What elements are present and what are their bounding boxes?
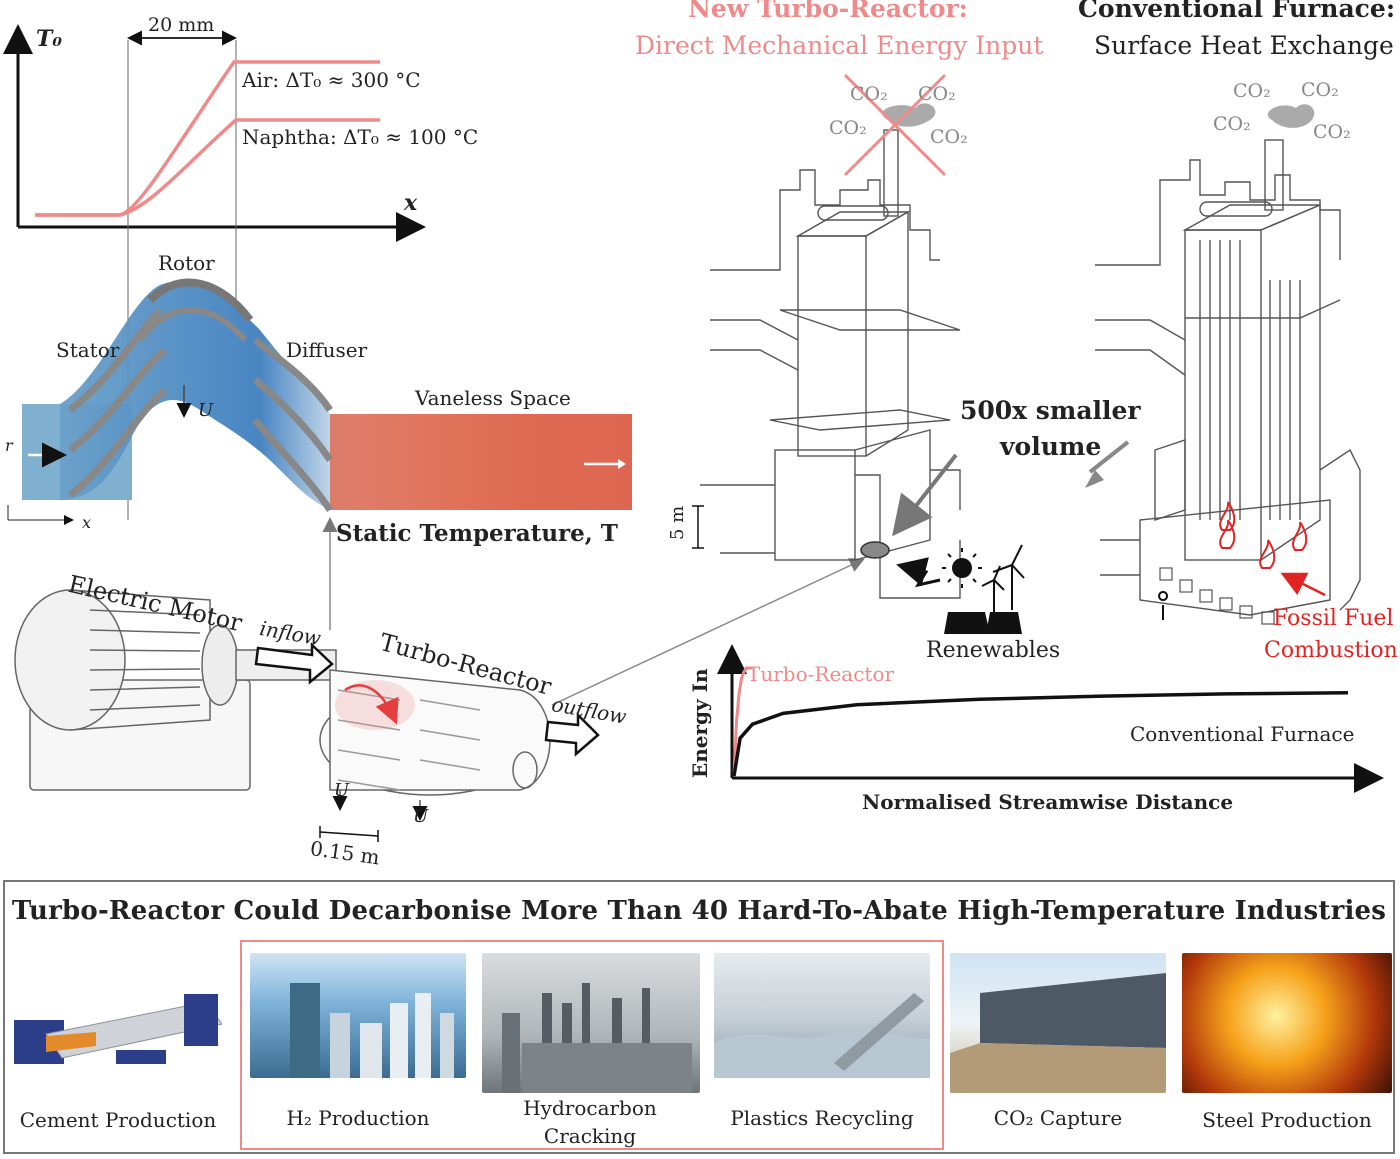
- turbo-applicable-highlight: [240, 940, 944, 1150]
- air-label: Air: ΔT₀ ≈ 300 °C: [242, 68, 421, 92]
- renewables-label: Renewables: [926, 638, 1061, 663]
- co2-label-2: CO₂: [918, 83, 956, 105]
- caption-plastics: Plastics Recycling: [730, 1106, 914, 1130]
- co2-label-3: CO₂: [829, 117, 867, 139]
- crossed-out-stack: [843, 73, 958, 588]
- diffuser-u-label: U: [413, 806, 429, 827]
- vaneless-label: Vaneless Space: [415, 386, 571, 410]
- rotor-label: Rotor: [158, 251, 215, 275]
- co2-right-1: CO₂: [1233, 80, 1271, 102]
- h2-plant-illustration: [290, 983, 454, 1078]
- caption-co2-capture: CO₂ Capture: [993, 1106, 1123, 1130]
- scale-5m-label: 5 m: [667, 505, 688, 540]
- legend-conventional-furnace: Conventional Furnace: [1130, 722, 1355, 746]
- cracking-plant-illustration: [502, 983, 692, 1093]
- co2-right-4: CO₂: [1313, 121, 1351, 143]
- new-subtitle: Direct Mechanical Energy Input: [635, 31, 1044, 60]
- cfd-u-label: U: [198, 400, 214, 421]
- turbo-furnace-sketch: [700, 129, 961, 599]
- h2-photo: [250, 953, 466, 1078]
- cfd-visualisation: [7, 278, 632, 630]
- rotor-u-label: U: [334, 780, 350, 801]
- energy-chart: [717, 644, 1384, 793]
- renewables-icons: [942, 544, 1025, 634]
- t0-plot: [2, 24, 426, 520]
- cement-kiln-illustration: [14, 994, 223, 1064]
- steel-photo: [1182, 953, 1392, 1093]
- energy-xlabel: Normalised Streamwise Distance: [862, 790, 1234, 814]
- volume-arrow: [1085, 440, 1130, 488]
- flow-arrows: [254, 558, 865, 842]
- caption-steel: Steel Production: [1202, 1108, 1372, 1132]
- stator-label: Stator: [56, 338, 120, 362]
- co2-right-2: CO₂: [1301, 79, 1339, 101]
- banner-title: Turbo-Reactor Could Decarbonise More Tha…: [11, 896, 1387, 926]
- energy-ylabel: Energy In: [688, 668, 712, 778]
- naphtha-label: Naphtha: ΔT₀ ≈ 100 °C: [242, 125, 479, 149]
- co2-right-3: CO₂: [1213, 113, 1251, 135]
- naphtha-curve: [35, 118, 380, 217]
- caption-cement: Cement Production: [19, 1108, 217, 1132]
- industries-banner: Turbo-Reactor Could Decarbonise More Tha…: [3, 880, 1395, 1154]
- scale-5m: [692, 505, 704, 549]
- smaller-volume-line1: 500x smaller: [960, 396, 1141, 425]
- smaller-volume-line2: volume: [1000, 432, 1102, 461]
- conventional-subtitle: Surface Heat Exchange: [1094, 31, 1394, 60]
- series-turbo-reactor: [732, 666, 753, 777]
- caption-cracking: Hydrocarbon Cracking: [523, 1096, 657, 1148]
- motor-sketch: [14, 589, 551, 796]
- co2-label-1: CO₂: [850, 83, 888, 105]
- x-axis-label: x: [404, 190, 418, 216]
- t0-axis-label: T₀: [36, 26, 63, 52]
- cracking-photo: [482, 953, 700, 1093]
- cfd-r-label: r: [5, 436, 13, 455]
- series-conventional-furnace: [732, 691, 1349, 777]
- co2-capture-illustration: [950, 973, 1166, 1093]
- fossil-flames: [1219, 104, 1326, 597]
- diffuser-label: Diffuser: [286, 338, 368, 362]
- plastics-photo: [714, 953, 930, 1078]
- caption-h2: H₂ Production: [286, 1106, 430, 1130]
- plastics-recycling-illustration: [714, 993, 930, 1078]
- co2-label-4: CO₂: [930, 126, 968, 148]
- cement-photo: [6, 972, 232, 1090]
- fossil-label-line1: Fossil Fuel: [1273, 606, 1394, 631]
- conventional-title: Conventional Furnace:: [1078, 0, 1396, 23]
- span-label: 20 mm: [148, 14, 215, 36]
- fossil-label-line2: Combustion: [1264, 638, 1398, 663]
- cfd-x-label: x: [82, 513, 92, 532]
- new-title: New Turbo-Reactor:: [688, 0, 968, 23]
- legend-turbo-reactor: Turbo-Reactor: [747, 662, 895, 686]
- conventional-furnace-sketch: [1095, 139, 1361, 625]
- co2-capture-photo: [950, 953, 1166, 1093]
- cfd-caption: Static Temperature, T: [336, 520, 618, 547]
